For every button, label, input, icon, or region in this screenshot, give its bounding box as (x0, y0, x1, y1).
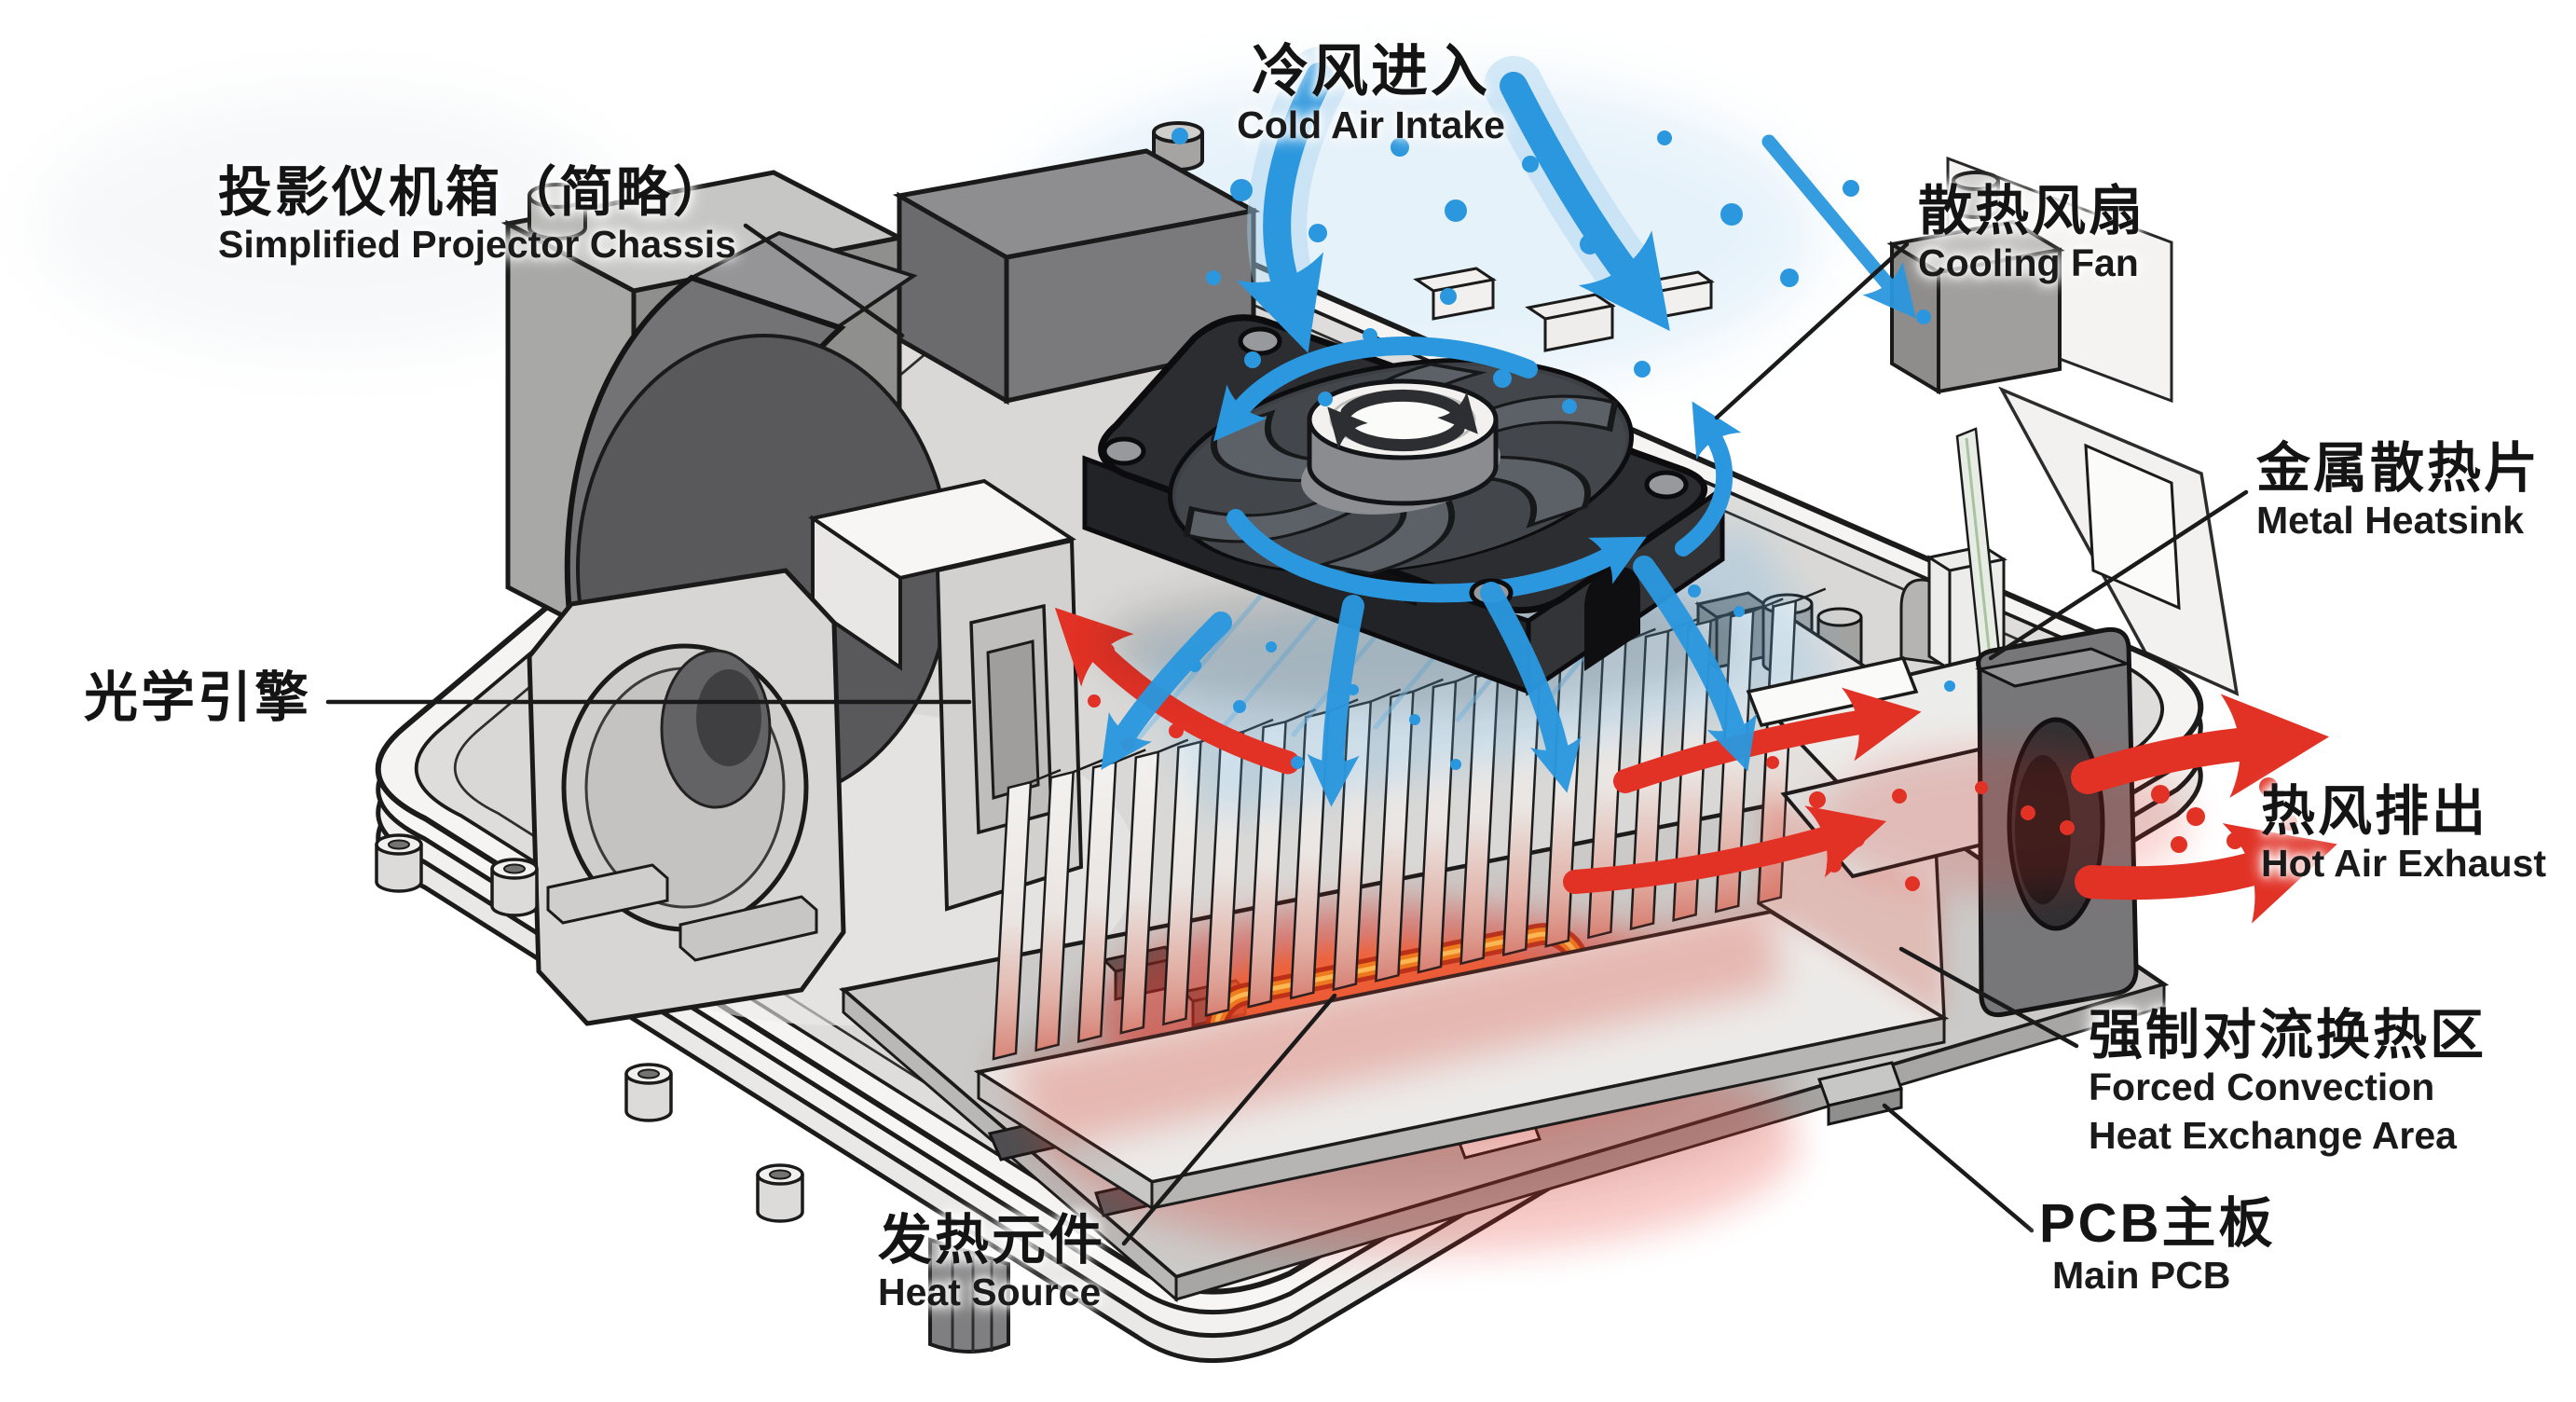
chassis-foot (928, 1237, 1010, 1354)
intake-stream-right (1500, 72, 1670, 332)
fan-swirl-arrows (1213, 337, 1647, 603)
label-metal-heatsink: 金属散热片 Metal Heatsink (2256, 440, 2541, 545)
label-cold-air-intake-en: Cold Air Intake (1237, 103, 1505, 146)
floor-details (546, 863, 818, 962)
leader-main-pcb (1882, 1103, 2035, 1233)
leader-heatsink (1988, 489, 2249, 661)
cold-air-fin-arrows (1101, 556, 1757, 807)
leader-lines (325, 223, 2249, 1246)
label-hot-air-exhaust-zh: 热风排出 (2261, 781, 2489, 842)
label-projector-chassis-zh: 投影仪机箱（简略） (218, 162, 731, 223)
leader-cooling-fan (1714, 241, 1910, 420)
cooling-fan (1082, 314, 1742, 710)
hot-air-arrow-mid-lower (1563, 805, 1887, 894)
label-metal-heatsink-en: Metal Heatsink (2256, 499, 2525, 543)
label-metal-heatsink-zh: 金属散热片 (2256, 438, 2542, 499)
intake-stream-left (1236, 62, 1334, 353)
label-forced-convection: 强制对流换热区 Forced Convection Heat Exchange … (2089, 1007, 2487, 1161)
label-optical-engine: 光学引擎 (84, 667, 312, 728)
label-cooling-fan: 散热风扇 Cooling Fan (1918, 183, 2145, 288)
label-heat-source-zh: 发热元件 (878, 1210, 1106, 1271)
label-hot-air-exhaust-en: Hot Air Exhaust (2261, 842, 2547, 886)
label-heat-source-en: Heat Source (878, 1271, 1102, 1314)
label-projector-chassis-en: Simplified Projector Chassis (218, 223, 736, 267)
cold-air-dots (1172, 128, 1955, 770)
label-cold-air-intake: 冷风进入 Cold Air Intake (1237, 41, 1505, 149)
label-cooling-fan-zh: 散热风扇 (1918, 181, 2146, 241)
hot-air-arrow-left (1054, 607, 1300, 775)
label-forced-convection-en1: Forced Convection (2089, 1065, 2435, 1109)
rotation-icon (1327, 389, 1478, 452)
label-main-pcb-en: Main PCB (2052, 1254, 2231, 1298)
label-projector-chassis: 投影仪机箱（简略） Simplified Projector Chassis (218, 164, 736, 269)
leader-heat-source (1121, 993, 1337, 1246)
leader-forced-convection (1898, 946, 2079, 1049)
label-cooling-fan-en: Cooling Fan (1918, 241, 2139, 285)
label-main-pcb: PCB主板 Main PCB (2039, 1195, 2275, 1300)
label-forced-convection-zh: 强制对流换热区 (2089, 1005, 2487, 1065)
standoff-posts (375, 833, 804, 1223)
label-heat-source: 发热元件 Heat Source (878, 1212, 1105, 1317)
label-main-pcb-zh: PCB主板 (2039, 1193, 2276, 1254)
label-optical-engine-zh: 光学引擎 (84, 667, 312, 728)
label-forced-convection-en2: Heat Exchange Area (2089, 1114, 2457, 1158)
exhaust-arrow-lower (2075, 823, 2337, 924)
label-hot-air-exhaust: 热风排出 Hot Air Exhaust (2261, 783, 2546, 888)
label-cold-air-intake-zh: 冷风进入 (1251, 39, 1490, 103)
leader-chassis (743, 223, 905, 338)
